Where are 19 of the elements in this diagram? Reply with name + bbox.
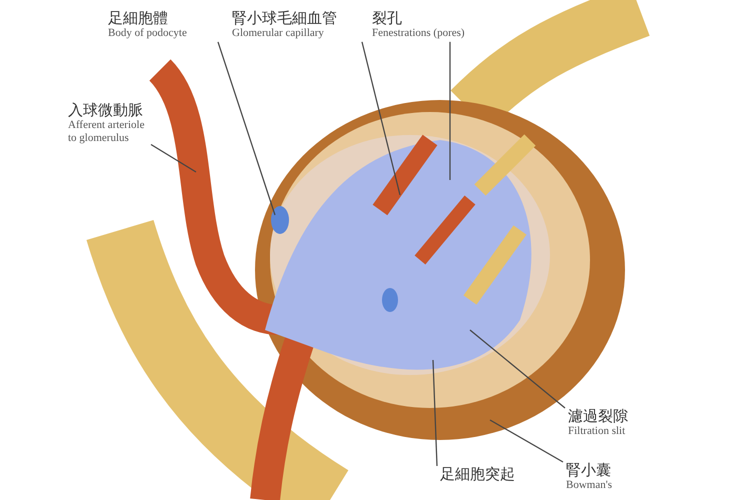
leader-line <box>361 42 401 196</box>
label-text: 入球微動脈 <box>68 102 144 120</box>
label-translation: Glomerular capillary <box>232 27 325 40</box>
leader-line <box>490 419 564 463</box>
leader-line <box>150 144 196 173</box>
label-translation: Filtration slit <box>568 425 626 438</box>
leader-line <box>432 360 438 466</box>
label-translation: Body of podocyte <box>108 27 188 40</box>
leader-line <box>217 42 276 216</box>
label-text: 足細胞體 <box>108 10 169 28</box>
label-translation: Afferent arteriole to glomerulus <box>68 119 146 145</box>
label-translation: Fenestrations (pores) <box>372 27 466 40</box>
label-text: 腎小球毛細血管 <box>232 10 338 28</box>
label-translation: Bowman's <box>566 479 613 492</box>
leader-line <box>449 42 451 180</box>
label-text: 裂孔 <box>372 10 403 28</box>
label-text: 腎小囊 <box>566 462 612 480</box>
label-text: 濾過裂隙 <box>568 408 629 426</box>
label-text: 足細胞突起 <box>440 466 516 484</box>
